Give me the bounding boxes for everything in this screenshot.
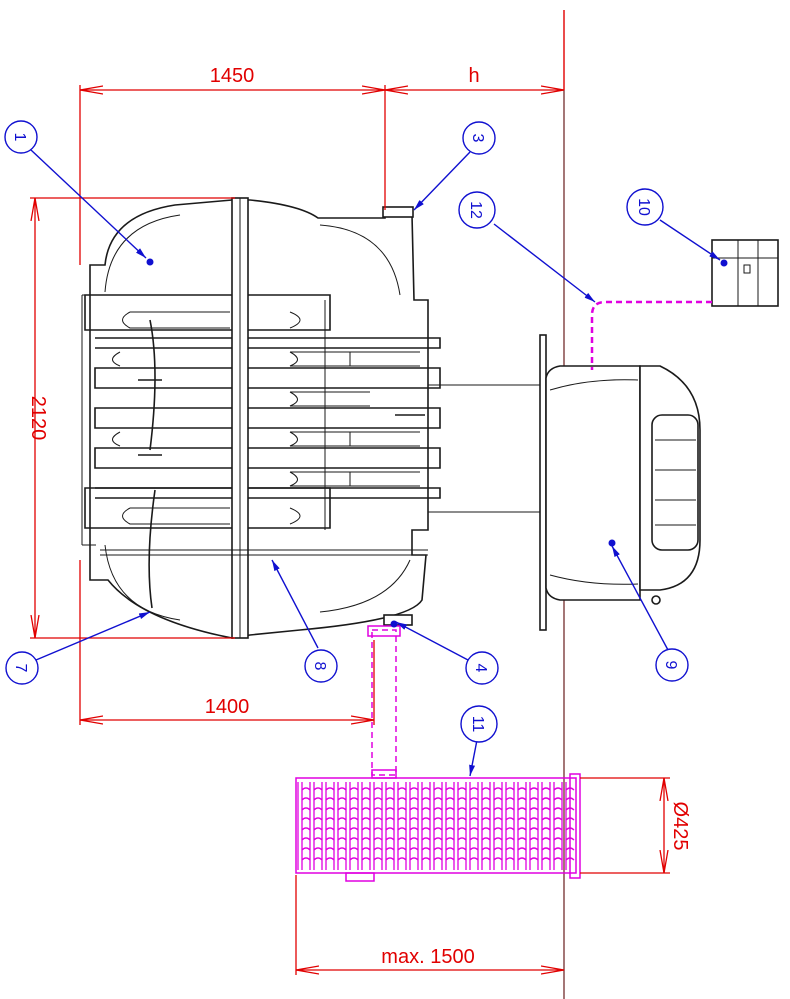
callout-8-label: 8 <box>311 662 328 671</box>
callout-3: 3 <box>462 121 496 155</box>
tunnel-corrugation-pattern <box>297 782 575 870</box>
callout-10: 10 <box>626 188 664 226</box>
callout-4: 4 <box>465 651 499 685</box>
tank <box>81 197 441 639</box>
dim-max-length: max. 1500 <box>381 946 474 968</box>
control-unit <box>428 334 701 631</box>
callout-1-label: 1 <box>11 133 28 142</box>
callout-12: 12 <box>458 191 496 229</box>
dim-top-h: h <box>468 65 479 87</box>
callout-leaders <box>30 149 728 777</box>
tank-ribs <box>84 294 441 530</box>
callout-10-label: 10 <box>635 198 652 216</box>
dim-top-width: 1450 <box>210 65 255 87</box>
infiltration-tunnel <box>295 769 581 882</box>
callout-9-label: 9 <box>662 661 679 670</box>
callout-8: 8 <box>304 649 338 683</box>
callout-11-label: 11 <box>469 716 486 733</box>
electric-box <box>711 239 779 307</box>
callout-12-label: 12 <box>467 201 484 219</box>
cable-line <box>590 300 712 370</box>
callout-1: 1 <box>4 120 38 154</box>
callout-11: 11 <box>460 705 498 743</box>
dim-bottom-width: 1400 <box>205 696 250 718</box>
callout-3-label: 3 <box>469 134 486 143</box>
drain-pipe <box>367 625 401 776</box>
dim-diameter: Ø425 <box>669 802 691 851</box>
callout-7-label: 7 <box>12 664 29 673</box>
dimension-lines <box>30 85 670 975</box>
callout-7: 7 <box>5 651 39 685</box>
dim-height-left: 2120 <box>27 396 49 441</box>
callout-4-label: 4 <box>472 664 489 673</box>
callout-9: 9 <box>655 648 689 682</box>
